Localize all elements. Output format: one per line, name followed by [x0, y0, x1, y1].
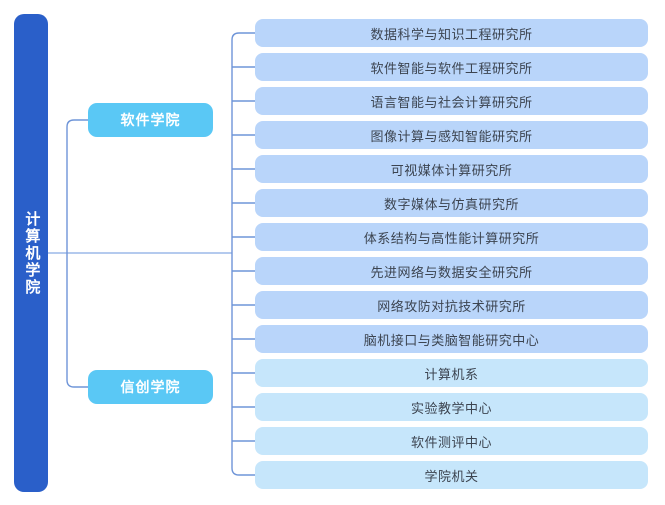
leaf-node-label: 脑机接口与类脑智能研究中心	[363, 332, 540, 348]
connector-leaf-trunk	[231, 32, 255, 476]
leaf-node-label: 图像计算与感知智能研究所	[370, 128, 533, 144]
leaf-node[interactable]: 学院机关	[255, 461, 648, 489]
leaf-node-label: 软件测评中心	[410, 434, 492, 450]
leaf-node[interactable]: 软件智能与软件工程研究所	[255, 53, 648, 81]
leaf-node[interactable]: 可视媒体计算研究所	[255, 155, 648, 183]
leaf-node[interactable]: 实验教学中心	[255, 393, 648, 421]
leaf-node[interactable]: 软件测评中心	[255, 427, 648, 455]
leaf-node-label: 数据科学与知识工程研究所	[370, 26, 533, 42]
root-node-label: 计算机学院	[23, 210, 41, 296]
leaf-node[interactable]: 体系结构与高性能计算研究所	[255, 223, 648, 251]
leaf-node-label: 数字媒体与仿真研究所	[383, 196, 519, 212]
leaf-node[interactable]: 脑机接口与类脑智能研究中心	[255, 325, 648, 353]
connector-branch-trunk	[66, 119, 88, 388]
leaf-node[interactable]: 计算机系	[255, 359, 648, 387]
leaf-node[interactable]: 数字媒体与仿真研究所	[255, 189, 648, 217]
root-node-computer-college[interactable]: 计算机学院	[14, 14, 48, 492]
leaf-node-label: 可视媒体计算研究所	[390, 162, 513, 178]
leaf-node-label: 语言智能与社会计算研究所	[370, 94, 533, 110]
leaf-node[interactable]: 图像计算与感知智能研究所	[255, 121, 648, 149]
leaf-node-label: 软件智能与软件工程研究所	[370, 60, 533, 76]
leaf-node-label: 实验教学中心	[410, 400, 492, 416]
leaf-node-label: 计算机系	[424, 366, 479, 382]
leaf-node-label: 网络攻防对抗技术研究所	[377, 298, 526, 314]
branch-node-xinchuang-college[interactable]: 信创学院	[88, 370, 213, 404]
leaf-node-label: 体系结构与高性能计算研究所	[363, 230, 540, 246]
leaf-node-label: 学院机关	[424, 468, 479, 484]
branch-node-label: 信创学院	[120, 379, 181, 395]
branch-node-software-college[interactable]: 软件学院	[88, 103, 213, 137]
branch-node-label: 软件学院	[120, 112, 181, 128]
leaf-node-label: 先进网络与数据安全研究所	[370, 264, 533, 280]
leaf-node[interactable]: 语言智能与社会计算研究所	[255, 87, 648, 115]
leaf-node[interactable]: 数据科学与知识工程研究所	[255, 19, 648, 47]
leaf-node[interactable]: 先进网络与数据安全研究所	[255, 257, 648, 285]
leaf-node[interactable]: 网络攻防对抗技术研究所	[255, 291, 648, 319]
